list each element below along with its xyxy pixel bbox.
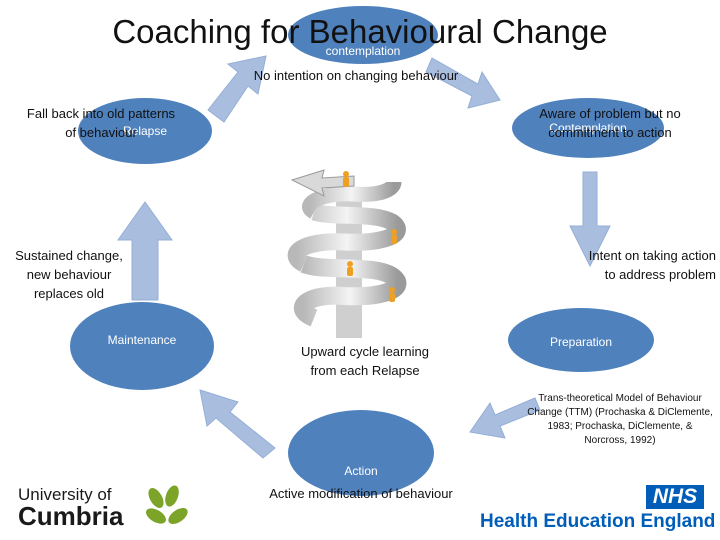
stage-preparation-label: Preparation [549, 335, 613, 349]
arrow-preparation-to-action [469, 397, 541, 439]
hee-logo-text: Health Education England [480, 511, 716, 532]
stage-action-description: Active modification of behaviour [269, 486, 453, 501]
citation-text: Trans-theoretical Model of Behaviour Cha… [527, 393, 713, 446]
nhs-logo: NHS [646, 485, 704, 509]
stage-action-node [288, 410, 434, 496]
stage-contemplation-label: Contemplation [549, 121, 627, 135]
stage-maintenance-description: Sustained change, new behaviour replaces… [15, 248, 123, 301]
arrow-maintenance-to-relapse [117, 201, 173, 301]
stage-contemplation-description: Aware of problem but no commitment to ac… [539, 106, 681, 140]
arrow-contemplation-to-preparation [569, 171, 611, 268]
spiral-staircase-illustration [287, 169, 407, 338]
stage-precontemplation-node [288, 6, 438, 64]
stage-precontemplation-label: contemplation [325, 44, 401, 58]
stage-relapse-description: Fall back into old patterns of behaviour [26, 106, 176, 140]
stage-maintenance-node [70, 302, 214, 390]
leaf-icon [146, 485, 188, 524]
stage-relapse-label: Relapse [122, 124, 168, 138]
stage-precontemplation-description: No intention on changing behaviour [253, 68, 459, 83]
university-name-line2: Cumbria [18, 501, 124, 531]
stage-maintenance-label: Maintenance [107, 333, 177, 347]
stage-preparation-description: Intent on taking action to address probl… [588, 248, 716, 282]
arrow-action-to-maintenance [199, 389, 276, 459]
nhs-logo-text: NHS [652, 485, 698, 508]
center-caption: Upward cycle learning from each Relapse [301, 344, 429, 378]
stage-action-label: Action [344, 464, 378, 478]
university-logo: University of Cumbria [18, 484, 208, 532]
diagram-title: Coaching for Behavioural Change [112, 13, 608, 50]
stage-relapse-node [78, 98, 212, 164]
university-name-line1: University of [18, 485, 112, 504]
arrow-precontemplation-to-contemplation [425, 57, 501, 109]
stage-preparation-node [508, 308, 654, 372]
arrow-relapse-to-precontemplation [207, 55, 267, 123]
stage-contemplation-node [512, 98, 664, 158]
